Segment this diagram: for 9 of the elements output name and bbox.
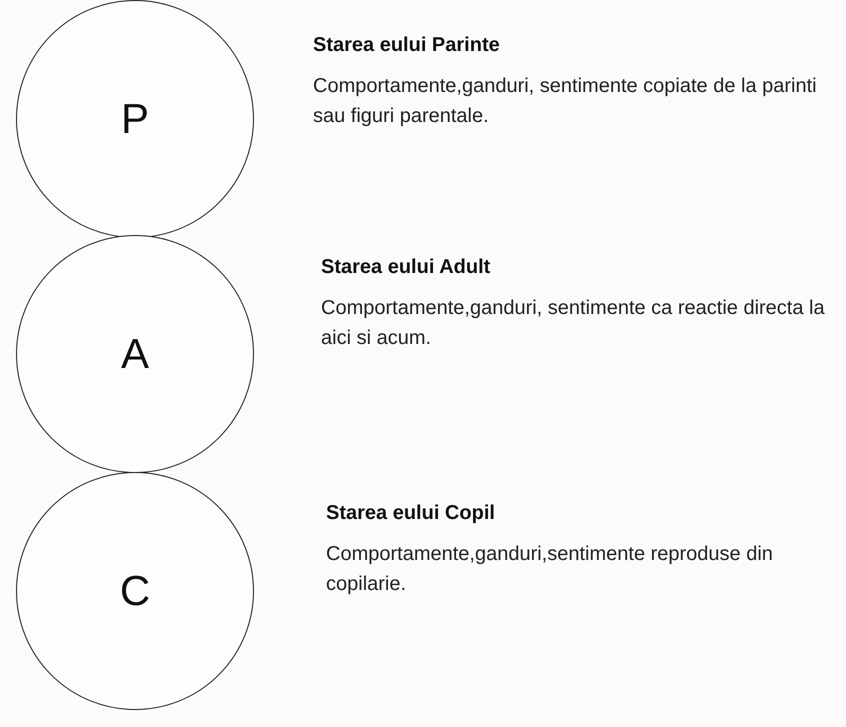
circle-letter: A <box>120 333 149 375</box>
circle-letter: P <box>120 98 149 140</box>
state-description: Comportamente,ganduri,sentimente reproduse din copilarie. <box>326 542 774 597</box>
circle-letter: C <box>120 570 150 612</box>
state-description: Comportamente,ganduri, sentimente copiate de la parinti sau figuri parentale. <box>313 74 818 129</box>
state-heading: Starea eului Copil <box>326 502 496 525</box>
state-description: Comportamente,ganduri, sentimente ca reactie directa la aici si acum. <box>321 296 826 351</box>
state-heading: Starea eului Adult <box>321 256 492 279</box>
state-heading: Starea eului Parinte <box>313 34 501 57</box>
